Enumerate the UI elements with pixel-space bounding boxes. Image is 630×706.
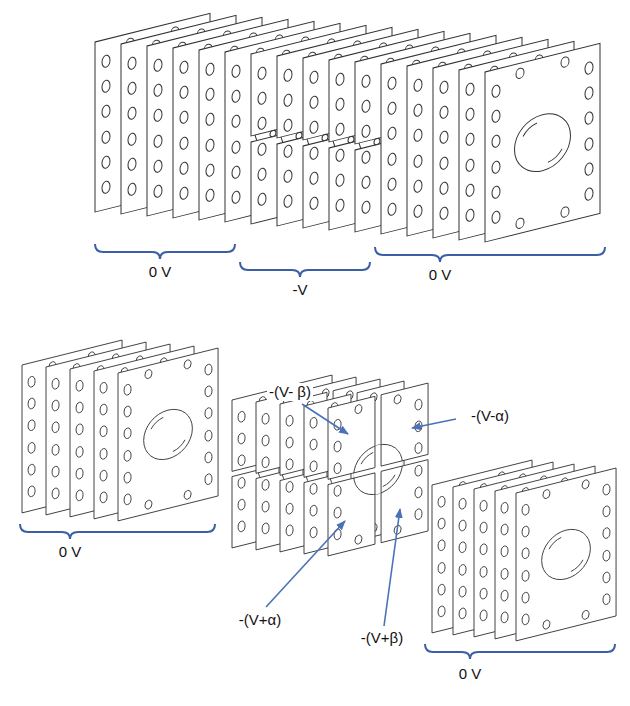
voltage-label: 0 V bbox=[457, 665, 484, 683]
quadrupole-plate-group bbox=[232, 375, 428, 556]
electrode-voltage-label: -(V- β) bbox=[267, 383, 313, 401]
bracket bbox=[375, 247, 605, 262]
electrode-voltage-label: -(V+α) bbox=[237, 611, 283, 629]
leader-arrow bbox=[266, 521, 345, 607]
plate bbox=[118, 348, 218, 521]
plate bbox=[516, 468, 616, 641]
electrode-voltage-label: -(V-α) bbox=[469, 407, 511, 425]
bracket bbox=[95, 244, 235, 259]
plate-stack bbox=[95, 13, 600, 242]
plate bbox=[485, 43, 600, 242]
voltage-label: 0 V bbox=[427, 266, 454, 284]
quad-plate bbox=[328, 383, 428, 556]
leader-arrow bbox=[412, 419, 456, 428]
voltage-label: 0 V bbox=[57, 543, 84, 561]
voltage-label: 0 V bbox=[147, 263, 174, 281]
bracket bbox=[240, 262, 370, 277]
electrode-voltage-label: -(V+β) bbox=[359, 629, 405, 647]
plate-group bbox=[22, 340, 218, 521]
leader-arrows bbox=[266, 404, 456, 626]
plate-group bbox=[432, 460, 616, 641]
brackets bbox=[20, 244, 615, 659]
leader-arrow bbox=[302, 404, 348, 434]
bracket bbox=[20, 524, 215, 539]
bracket bbox=[425, 644, 615, 659]
leader-arrow bbox=[384, 509, 400, 626]
voltage-label: -V bbox=[291, 281, 310, 299]
